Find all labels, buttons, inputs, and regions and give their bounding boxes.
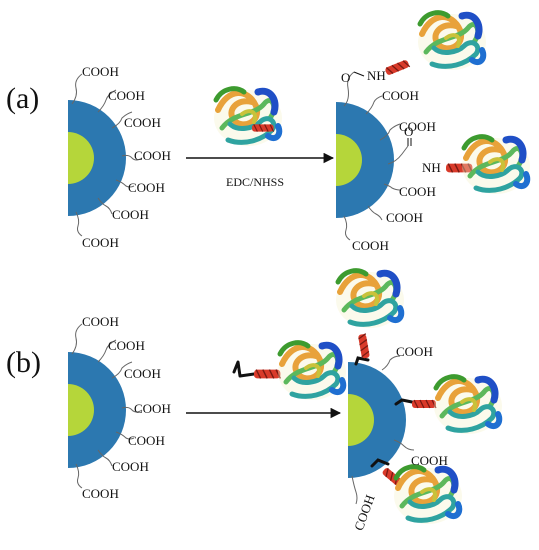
panel-b: (b) COOH COOH COOH COOH COOH COOH COOH <box>6 271 502 533</box>
cooh-label: COOH <box>411 453 448 468</box>
cooh-label: COOH <box>82 235 119 250</box>
protein-icon <box>394 467 462 524</box>
cooh-label: COOH <box>382 88 419 103</box>
cooh-label: COOH <box>351 493 378 533</box>
reagent-label: EDC/NHSS <box>226 175 284 189</box>
linker-icon <box>370 458 390 468</box>
protein-icon <box>278 343 346 400</box>
cooh-ligands-right: COOH COOH <box>365 88 436 141</box>
nanoparticle-icon <box>336 102 394 218</box>
protein-icon <box>434 377 502 434</box>
cooh-label: COOH <box>112 207 149 222</box>
cooh-label: COOH <box>112 459 149 474</box>
helix-icon <box>253 368 282 380</box>
protein-icon <box>462 137 530 194</box>
cooh-label: COOH <box>399 184 436 199</box>
nanoparticle-icon <box>348 362 406 478</box>
protein-icon <box>336 271 404 328</box>
amide-linkage-top: O NH <box>341 68 386 107</box>
cooh-ligands-right-lower: COOH COOH COOH <box>343 183 436 253</box>
cooh-label: COOH <box>124 366 161 381</box>
cooh-label: COOH <box>386 210 423 225</box>
helix-icon <box>411 399 437 409</box>
cooh-label: COOH <box>134 148 171 163</box>
cooh-label: COOH <box>396 344 433 359</box>
cooh-ligands-left: COOH COOH COOH COOH COOH COOH COOH <box>71 314 171 501</box>
cooh-label: COOH <box>82 314 119 329</box>
linker-icon <box>354 356 370 366</box>
amide-linkage-right: O NH <box>387 124 441 175</box>
cooh-label: COOH <box>108 88 145 103</box>
amide-label: NH <box>367 68 386 83</box>
cooh-label: COOH <box>399 119 436 134</box>
linker-icon <box>232 360 256 378</box>
panel-b-label: (b) <box>6 346 41 379</box>
panel-a-label: (a) <box>6 82 39 115</box>
cooh-label: COOH <box>82 486 119 501</box>
cooh-ligands-left: COOH COOH COOH COOH COOH COOH COOH <box>71 64 171 250</box>
nanoparticle-icon <box>68 100 126 216</box>
cooh-label: COOH <box>352 238 389 253</box>
oxygen-label: O <box>404 124 413 139</box>
nanoparticle-icon <box>68 352 126 468</box>
helix-icon <box>383 58 411 77</box>
cooh-label: COOH <box>128 180 165 195</box>
helix-icon <box>357 333 371 360</box>
amide-label: NH <box>422 160 441 175</box>
panel-a: (a) COOH COOH COOH COOH COOH COOH COOH <box>6 13 530 253</box>
cooh-label: COOH <box>128 433 165 448</box>
cooh-label: COOH <box>82 64 119 79</box>
protein-icon <box>214 89 282 146</box>
oxygen-label: O <box>341 70 350 85</box>
protein-icon <box>418 13 486 70</box>
cooh-label: COOH <box>134 401 171 416</box>
linker-icon <box>394 398 414 406</box>
cooh-label: COOH <box>124 115 161 130</box>
cooh-label: COOH <box>108 338 145 353</box>
